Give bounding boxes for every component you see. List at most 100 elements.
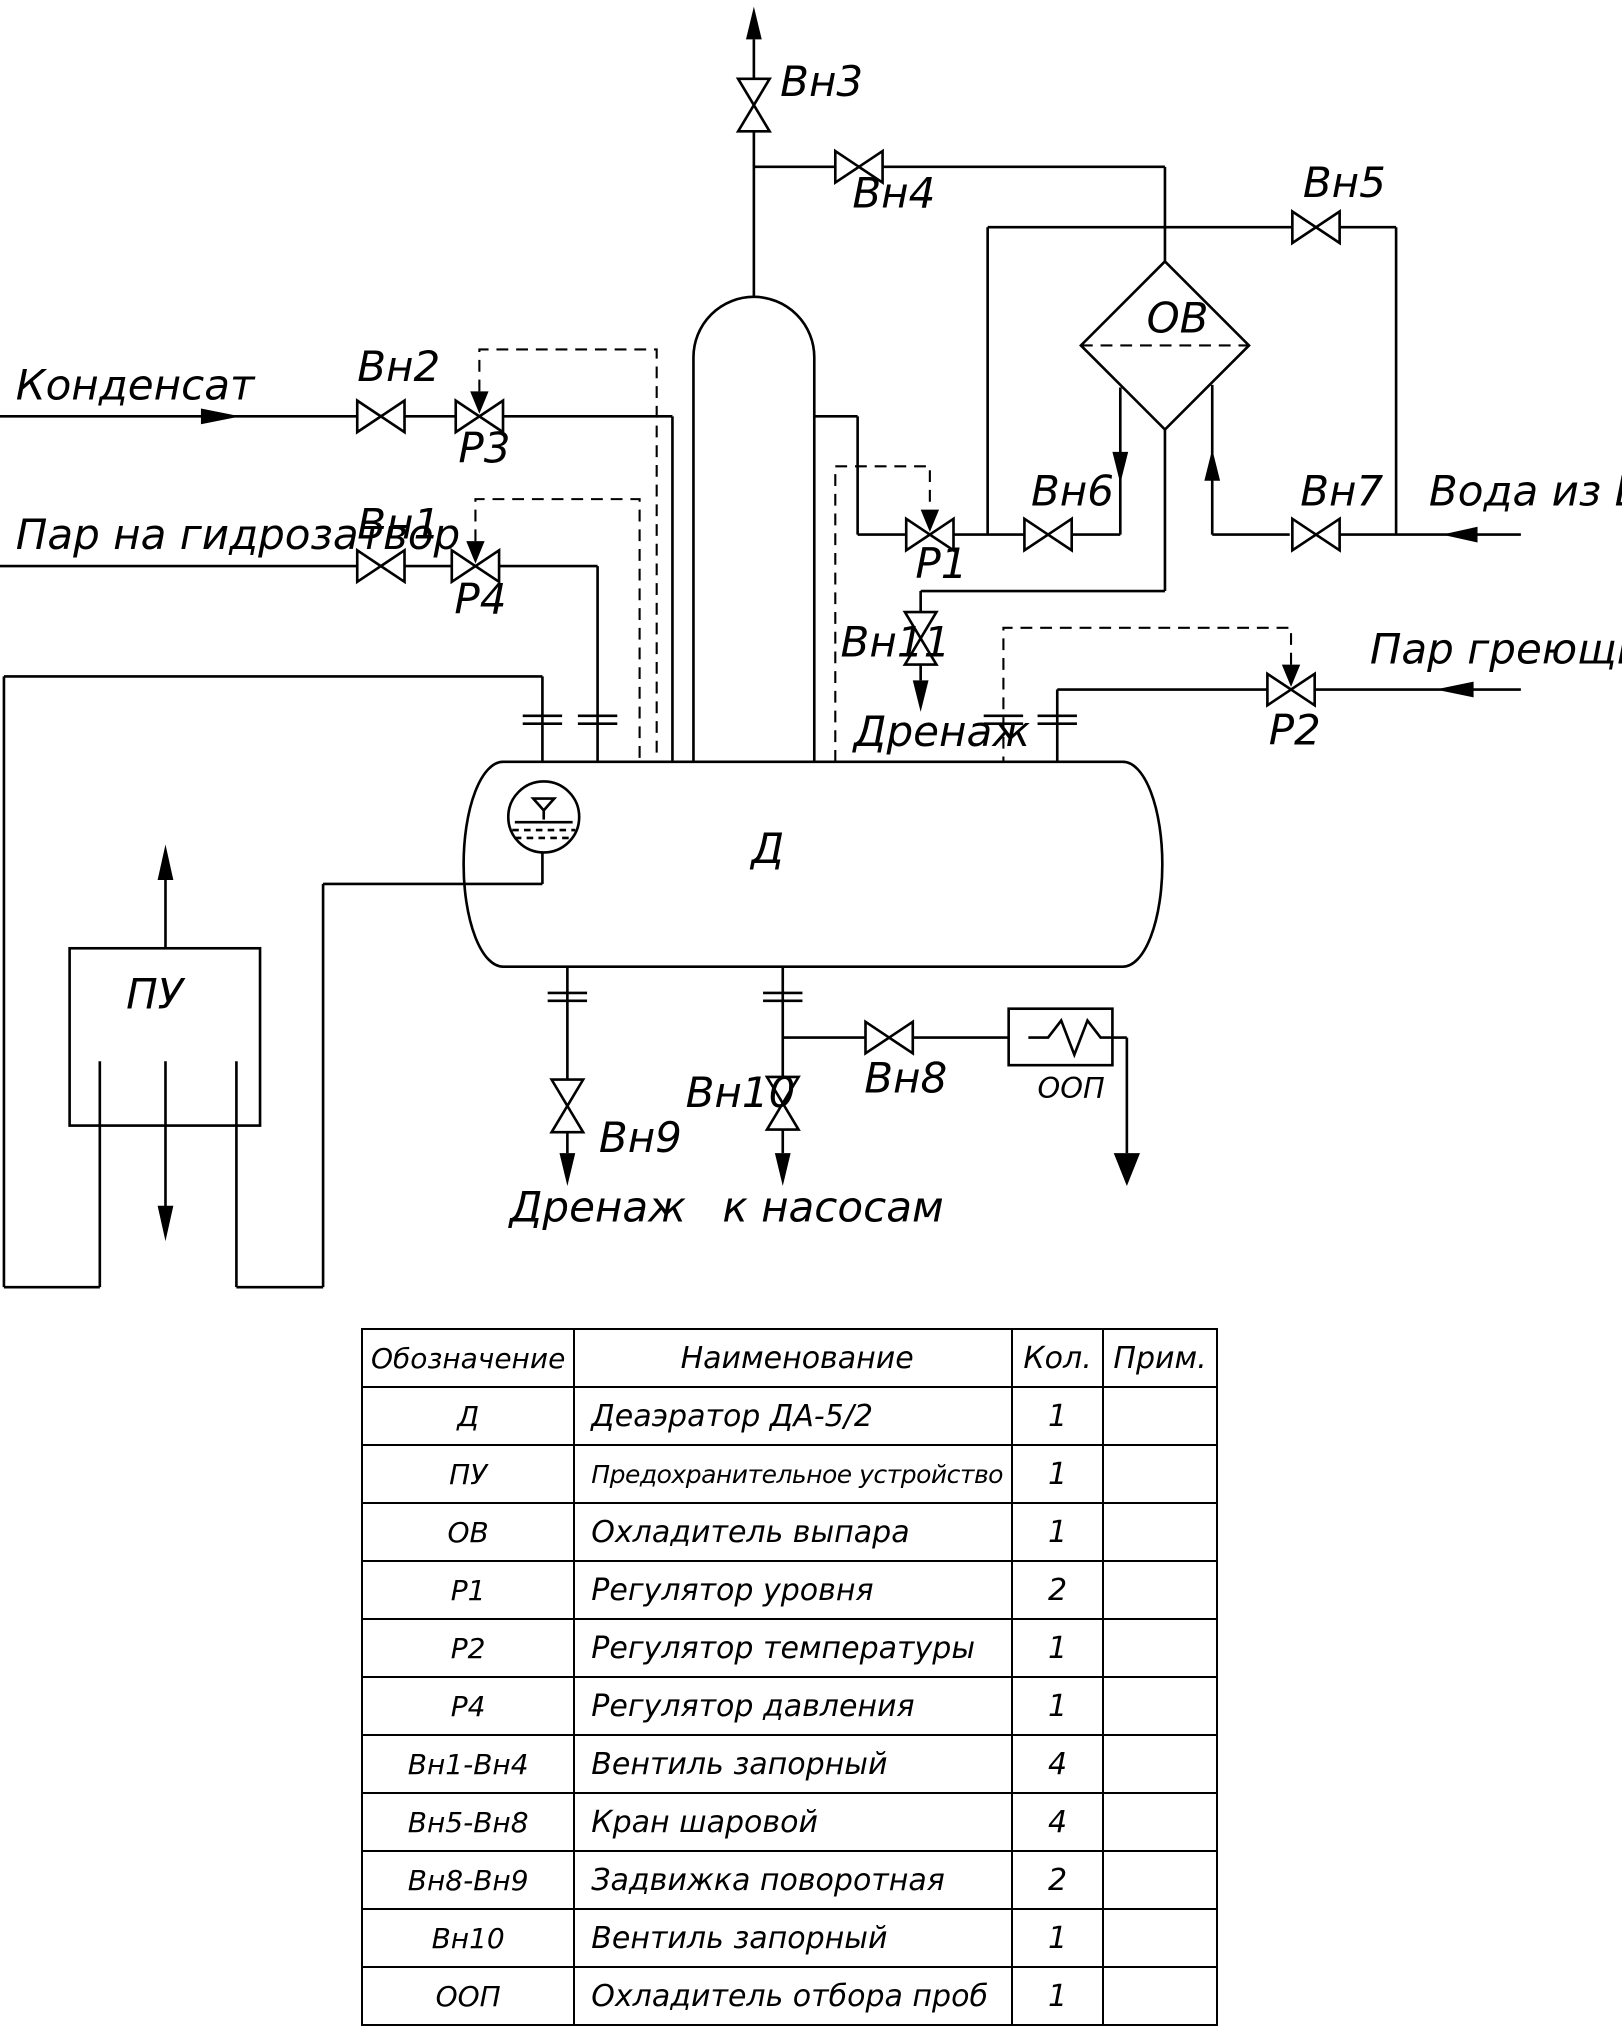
- cell-code: ООП: [360, 1966, 576, 2026]
- regulator-r1-label: Р1: [915, 539, 967, 588]
- cell-name: Регулятор давления: [573, 1676, 1013, 1736]
- valve-vn11[interactable]: [902, 610, 939, 666]
- cell-qty: 1: [1010, 1502, 1105, 1562]
- valve-vn9[interactable]: [549, 1078, 586, 1134]
- cell-name: Деаэратор ДА-5/2: [573, 1386, 1013, 1446]
- sample-cooler: [1007, 1007, 1140, 1187]
- cell-qty: 1: [1010, 1386, 1105, 1446]
- sample-cooler-label: ООП: [1038, 1071, 1105, 1105]
- cell-name: Регулятор уровня: [573, 1560, 1013, 1620]
- water-vpu-label: Вода из ВПУ: [1429, 467, 1622, 516]
- cell-note: [1102, 1386, 1218, 1446]
- regulator-r1[interactable]: [904, 509, 955, 553]
- cell-code: Р2: [360, 1618, 576, 1678]
- valve-vn5-label: Вн5: [1303, 158, 1386, 207]
- valve-vn9-label: Вн9: [599, 1113, 682, 1162]
- cooler-outlet-line: [1071, 387, 1129, 536]
- impulse-line-r1: [834, 465, 931, 762]
- cell-name: Охладитель отбора проб: [573, 1966, 1013, 2026]
- safety-device-label: ПУ: [126, 970, 186, 1019]
- steam-seal-label: Пар на гидрозатвор: [16, 510, 460, 559]
- header-note: Прим.: [1102, 1328, 1218, 1388]
- vent-line: [745, 6, 1167, 297]
- cell-code: Р4: [360, 1676, 576, 1736]
- regulator-r4[interactable]: [450, 541, 501, 585]
- table-row: Вн1-Вн4 Вентиль запорный 4: [360, 1734, 1218, 1794]
- cell-note: [1102, 1966, 1218, 2026]
- deaerator-label: Д: [749, 824, 784, 873]
- valve-vn8-label: Вн8: [864, 1054, 947, 1103]
- header-name: Наименование: [573, 1328, 1013, 1388]
- cell-note: [1102, 1502, 1218, 1562]
- cell-qty: 2: [1010, 1560, 1105, 1620]
- table-row: Вн5-Вн8 Кран шаровой 4: [360, 1792, 1218, 1852]
- cell-note: [1102, 1444, 1218, 1504]
- table-row: ПУ Предохранительное устройство 1: [360, 1444, 1218, 1504]
- flange-heating-steam: [983, 714, 1077, 726]
- cell-code: Р1: [360, 1560, 576, 1620]
- cooler-inlet-line: [1204, 384, 1290, 536]
- table-row: Р4 Регулятор давления 1: [360, 1676, 1218, 1736]
- steam-seal-line: [0, 564, 599, 762]
- table-row: Вн10 Вентиль запорный 1: [360, 1908, 1218, 1968]
- heating-steam-line: [1055, 681, 1521, 762]
- safety-device: [68, 844, 262, 1242]
- cell-name: Регулятор температуры: [573, 1618, 1013, 1678]
- valve-vn11-label: Вн11: [841, 618, 951, 667]
- valve-vn4[interactable]: [833, 148, 884, 186]
- table-row: Д Деаэратор ДА-5/2 1: [360, 1386, 1218, 1446]
- cell-name: Задвижка поворотная: [573, 1850, 1013, 1910]
- impulse-line-r4: [474, 498, 641, 762]
- regulator-r3[interactable]: [454, 391, 505, 435]
- deaerator-vessel: [462, 760, 1164, 968]
- regulator-r4-label: Р4: [454, 574, 506, 623]
- to-pumps-label: к насосам: [722, 1182, 943, 1231]
- valve-vn7[interactable]: [1291, 516, 1341, 553]
- valve-vn6[interactable]: [1023, 516, 1074, 553]
- cell-note: [1102, 1618, 1218, 1678]
- cell-note: [1102, 1734, 1218, 1794]
- cell-qty: 1: [1010, 1618, 1105, 1678]
- valve-vn3[interactable]: [735, 77, 772, 133]
- valve-vn10-label: Вн10: [686, 1068, 796, 1117]
- cell-name: Предохранительное устройство: [573, 1444, 1013, 1504]
- condensate-label: Конденсат: [16, 360, 256, 409]
- valve-vn6-label: Вн6: [1031, 467, 1114, 516]
- regulator-r2[interactable]: [1266, 664, 1316, 708]
- cell-qty: 1: [1010, 1676, 1105, 1736]
- table-row: ОВ Охладитель выпара 1: [360, 1502, 1218, 1562]
- cell-note: [1102, 1676, 1218, 1736]
- valve-vn2[interactable]: [355, 398, 406, 435]
- drain-bottom-line: [547, 966, 588, 1187]
- cell-name: Вентиль запорный: [573, 1908, 1013, 1968]
- cell-note: [1102, 1792, 1218, 1852]
- drain-top-label: Дренаж: [852, 707, 1031, 756]
- level-gauge: [506, 780, 581, 854]
- cell-code: Вн10: [360, 1908, 576, 1968]
- valve-vn3-label: Вн3: [780, 57, 863, 106]
- vapor-cooler: [1079, 259, 1251, 432]
- regulator-r2-label: Р2: [1269, 706, 1321, 755]
- deaerator-column: [692, 295, 816, 762]
- cell-name: Охладитель выпара: [573, 1502, 1013, 1562]
- cell-note: [1102, 1560, 1218, 1620]
- valve-vn10[interactable]: [764, 1075, 801, 1131]
- cell-qty: 4: [1010, 1734, 1105, 1794]
- heating-steam-label: Пар греющий: [1370, 624, 1622, 673]
- safety-device-lines: [2, 675, 544, 1289]
- cell-note: [1102, 1908, 1218, 1968]
- table-row: Р1 Регулятор уровня 2: [360, 1560, 1218, 1620]
- impulse-line-r3: [478, 348, 658, 762]
- cell-code: Д: [360, 1386, 576, 1446]
- valve-vn1[interactable]: [355, 547, 406, 585]
- vapor-cooler-label: ОВ: [1147, 293, 1209, 342]
- cell-code: Вн5-Вн8: [360, 1792, 576, 1852]
- drain-bottom-label: Дренаж: [508, 1182, 687, 1231]
- cell-name: Кран шаровой: [573, 1792, 1013, 1852]
- valve-vn2-label: Вн2: [357, 342, 440, 391]
- valve-vn8[interactable]: [864, 1019, 915, 1056]
- flange-steam-seal: [577, 714, 618, 726]
- table-header-row: Обозначение Наименование Кол. Прим.: [360, 1328, 1218, 1388]
- specification-table: Обозначение Наименование Кол. Прим. Д Де…: [360, 1328, 1218, 2026]
- valve-vn5[interactable]: [1291, 209, 1341, 246]
